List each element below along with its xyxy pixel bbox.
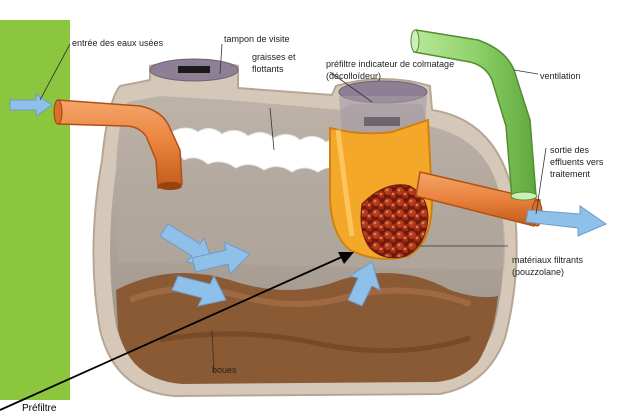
flow-arrow-icon — [171, 274, 227, 307]
flow-arrow-icon — [191, 241, 251, 276]
prefiltre-pointer-head — [338, 252, 354, 264]
label-materiaux: matériaux filtrants (pouzzolane) — [512, 255, 584, 277]
leader-line — [535, 147, 547, 215]
outlet-pipe — [415, 171, 541, 227]
label-ventilation: ventilation — [540, 71, 581, 81]
filter-media — [360, 184, 429, 259]
label-entree: entrée des eaux usées — [72, 38, 164, 48]
ventilation-pipe-bottom — [510, 191, 538, 201]
label-prefiltre: Préfiltre — [22, 403, 57, 414]
label-tampon: tampon de visite — [224, 34, 290, 44]
flow-arrow-icon — [9, 93, 53, 117]
sludge-highlight — [159, 331, 471, 354]
leader-line — [39, 43, 71, 101]
leader-line — [329, 71, 373, 103]
green-side-strip — [0, 20, 70, 400]
label-boues: boues — [212, 365, 237, 375]
label-graisses: graisses et flottants — [252, 52, 296, 74]
flow-arrow-icon — [525, 205, 608, 237]
label-sortie: sortie des effluents vers traitement — [550, 145, 604, 179]
prefilter-wall — [335, 129, 355, 237]
label-prefiltre-indicateur: préfiltre indicateur de colmatage (décol… — [326, 59, 455, 81]
access-shaft-right — [339, 96, 427, 134]
leader-line — [513, 69, 539, 75]
inlet-pipe-mouth — [53, 99, 63, 125]
inlet-pipe — [57, 99, 183, 189]
leader-line — [211, 329, 215, 373]
leader-line — [269, 107, 275, 151]
leader-lines — [39, 43, 547, 373]
prefiltre-pointer-line — [0, 255, 345, 411]
ventilation-pipe-top — [410, 29, 420, 53]
leader-line — [219, 43, 223, 75]
access-cover-slot — [178, 66, 210, 73]
inlet-pipe-end — [158, 182, 182, 190]
flow-arrow-icon — [347, 261, 381, 307]
